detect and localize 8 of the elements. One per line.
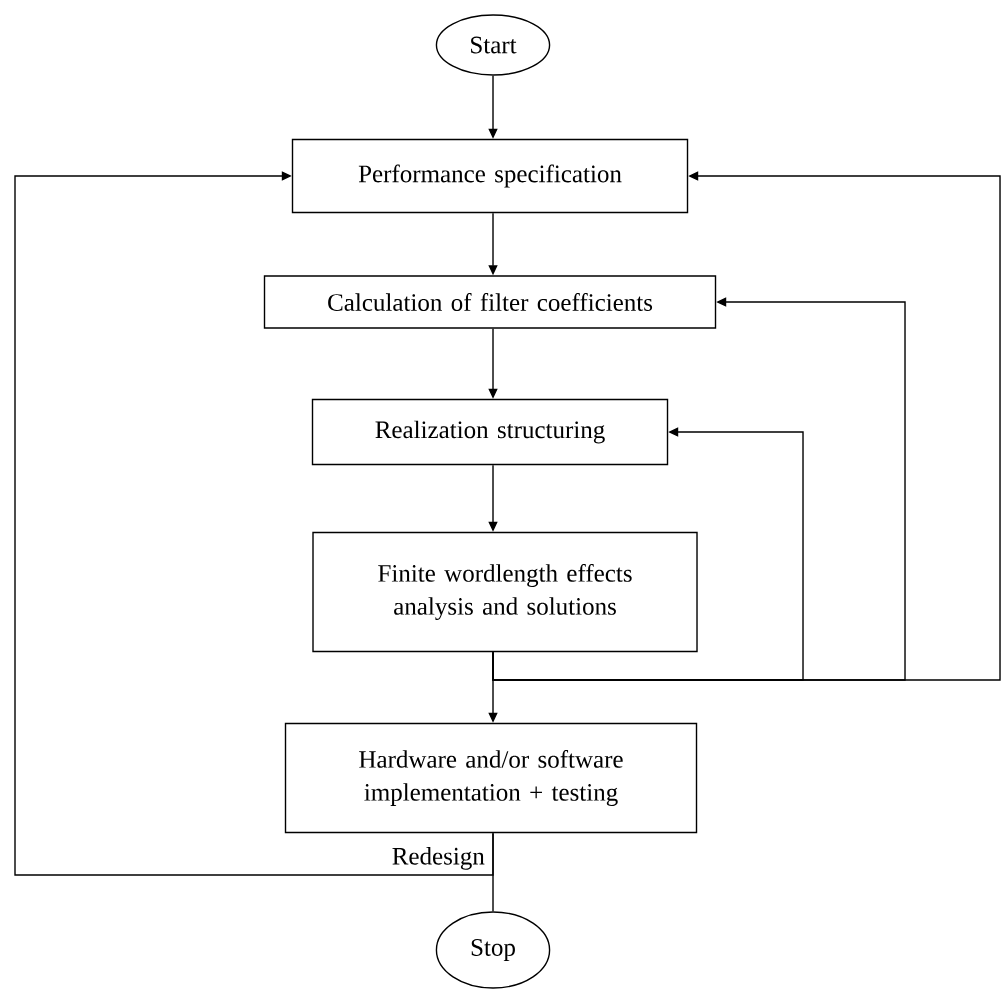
process-box: Hardware and/or software implementation + testing [284,722,698,834]
process-box: Performance specification [291,138,689,214]
process-box: Calculation of filter coefficients [263,275,717,329]
arrow [492,171,1001,681]
process-box: Realization structuring [311,398,669,466]
arrow [14,171,494,876]
process-box: Finite wordlength effects analysis and solutions [312,531,698,653]
edge-label: Redesign [389,845,487,872]
